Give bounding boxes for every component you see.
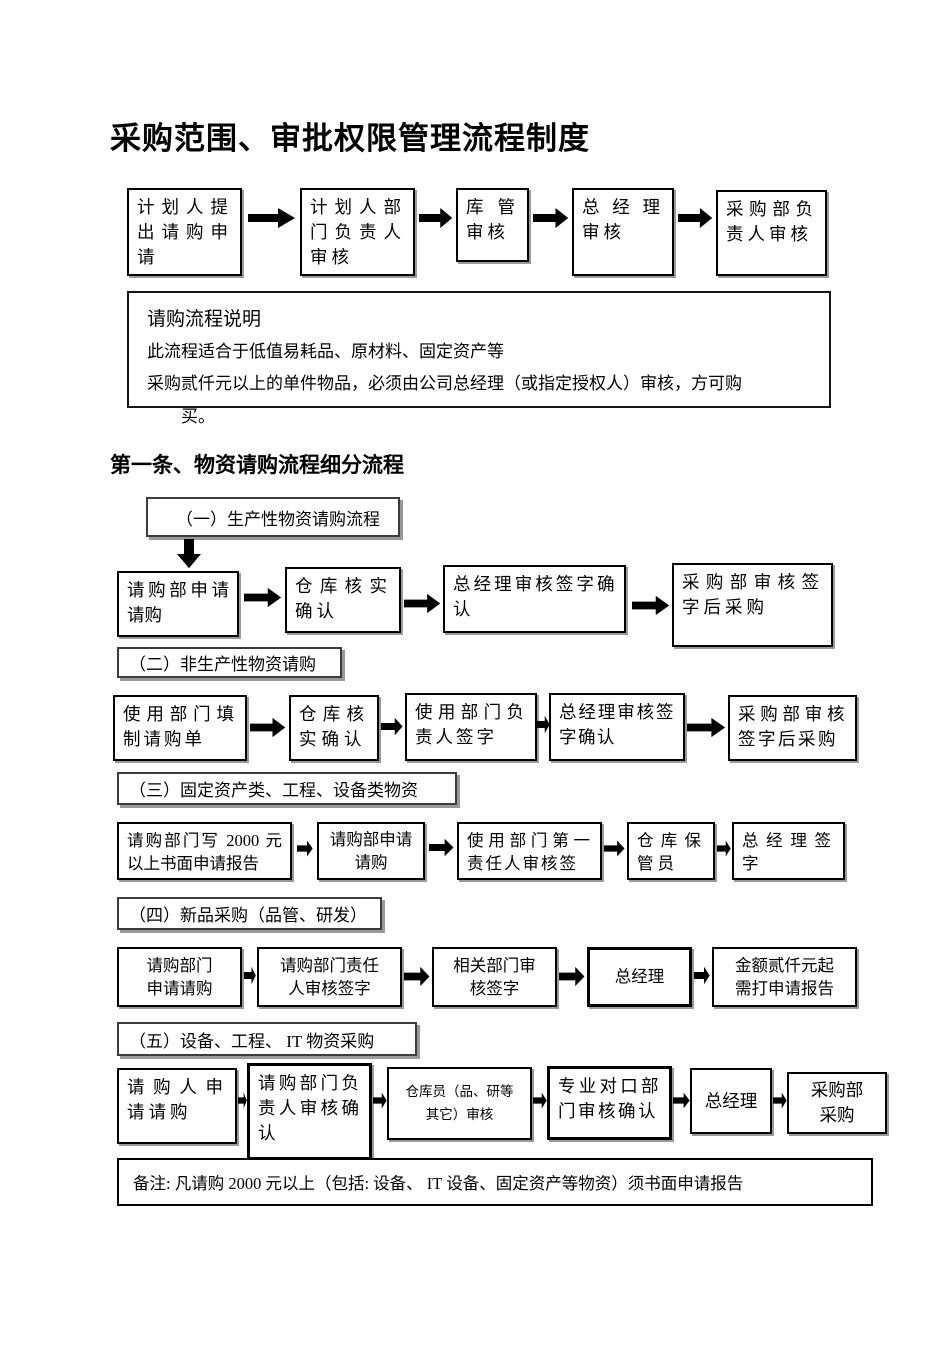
flow-box: 总经理审核签字确认 bbox=[549, 693, 685, 761]
flow-box: 总经理 bbox=[690, 1068, 772, 1134]
flow-box: 采购部采购 bbox=[787, 1072, 887, 1134]
arrow-right-icon bbox=[773, 1091, 787, 1110]
flow-section-label: （二）非生产性物资请购 bbox=[117, 647, 342, 678]
flow-box: 金额贰仟元起需打申请报告 bbox=[712, 947, 857, 1007]
arrow-right-icon bbox=[373, 1091, 387, 1110]
flow-box: 请购部门责任人审核签字 bbox=[257, 947, 402, 1007]
flow-box: 请购部申请请购 bbox=[317, 822, 425, 880]
flow-box: 使用部门负责人签字 bbox=[405, 693, 537, 761]
flow-box: 仓库核实确认 bbox=[285, 567, 401, 633]
arrow-right-icon bbox=[694, 965, 710, 986]
flow-box: 请购部门申请请购 bbox=[117, 947, 242, 1007]
flow-box: 请购部门写 2000 元以上书面申请报告 bbox=[117, 822, 292, 880]
arrow-right-icon bbox=[244, 586, 282, 609]
arrow-down-icon bbox=[176, 539, 202, 569]
arrow-right-icon bbox=[419, 206, 453, 230]
flow-box: 采购部审核签字后采购 bbox=[728, 695, 857, 761]
arrow-right-icon bbox=[533, 1091, 547, 1110]
arrow-right-icon bbox=[250, 716, 286, 739]
flow-box: 仓库核实确认 bbox=[289, 695, 379, 761]
arrow-right-icon bbox=[381, 716, 403, 737]
arrow-right-icon bbox=[687, 716, 726, 739]
flow-box: 采购部负责人审核 bbox=[716, 190, 827, 276]
arrow-right-icon bbox=[238, 1091, 247, 1110]
arrow-right-icon bbox=[248, 206, 296, 230]
arrow-right-icon bbox=[404, 965, 430, 988]
page-title: 采购范围、审批权限管理流程制度 bbox=[110, 121, 590, 156]
flow-box: 请购部申请请购 bbox=[117, 571, 239, 637]
description-line: 此流程适合于低值易耗品、原材料、固定资产等 bbox=[147, 342, 504, 361]
flow-box: 总经理审核签字确认 bbox=[443, 565, 626, 633]
description-heading: 请购流程说明 bbox=[147, 309, 262, 330]
flow-box: 请购人申请请购 bbox=[117, 1068, 237, 1144]
arrow-right-icon bbox=[678, 206, 713, 230]
arrow-right-icon bbox=[632, 594, 670, 617]
flow-section-label: （三）固定资产类、工程、设备类物资 bbox=[117, 772, 457, 805]
flow-box: 仓库员（品、研等其它）审核 bbox=[387, 1067, 532, 1140]
description-line: 采购贰仟元以上的单件物品，必须由公司总经理（或指定授权人）审核，方可购 bbox=[147, 374, 742, 394]
description-line: 买。 bbox=[181, 406, 215, 426]
flow-box: 使用部门第一责任人审核签 bbox=[457, 822, 602, 880]
flow-box: 库管审核 bbox=[456, 188, 529, 262]
arrow-right-icon bbox=[244, 965, 256, 986]
flow-section-label: （五）设备、工程、 IT 物资采购 bbox=[117, 1022, 417, 1056]
arrow-right-icon bbox=[673, 1091, 690, 1110]
section-heading: 第一条、物资请购流程细分流程 bbox=[110, 453, 404, 477]
arrow-right-icon bbox=[717, 839, 731, 858]
arrow-right-icon bbox=[559, 965, 585, 988]
flow-box: 计划人部门负责人审核 bbox=[300, 188, 415, 276]
flow-box: 使用部门填制请购单 bbox=[113, 695, 247, 761]
description-box: 请购流程说明 此流程适合于低值易耗品、原材料、固定资产等 采购贰仟元以上的单件物… bbox=[127, 291, 831, 426]
flow-box: 总经理签字 bbox=[732, 822, 845, 880]
arrow-right-icon bbox=[533, 206, 569, 230]
flow-box: 总经理审核 bbox=[572, 188, 674, 276]
flow-box: 仓库保管员 bbox=[627, 822, 715, 880]
flow-box: 计划人提出请购申请 bbox=[127, 188, 242, 276]
flow-box: 采购部审核签字后采购 bbox=[672, 563, 833, 647]
arrow-right-icon bbox=[536, 714, 550, 735]
flow-box: 相关部门审核签字 bbox=[432, 947, 557, 1007]
note-box: 备注: 凡请购 2000 元以上（包括: 设备、 IT 设备、固定资产等物资）须… bbox=[117, 1158, 873, 1206]
flow-section-label: （四）新品采购（品管、研发） bbox=[117, 897, 382, 930]
arrow-right-icon bbox=[429, 837, 454, 858]
flow-box: 总经理 bbox=[587, 947, 692, 1007]
arrow-right-icon bbox=[297, 839, 313, 858]
arrow-right-icon bbox=[604, 839, 625, 858]
flow-box: 专业对口部门审核确认 bbox=[547, 1066, 672, 1140]
flow-section-label: （一）生产性物资请购流程 bbox=[146, 497, 400, 537]
arrow-right-icon bbox=[404, 592, 441, 615]
flow-box: 请购部门负责人审核确认 bbox=[247, 1063, 372, 1160]
